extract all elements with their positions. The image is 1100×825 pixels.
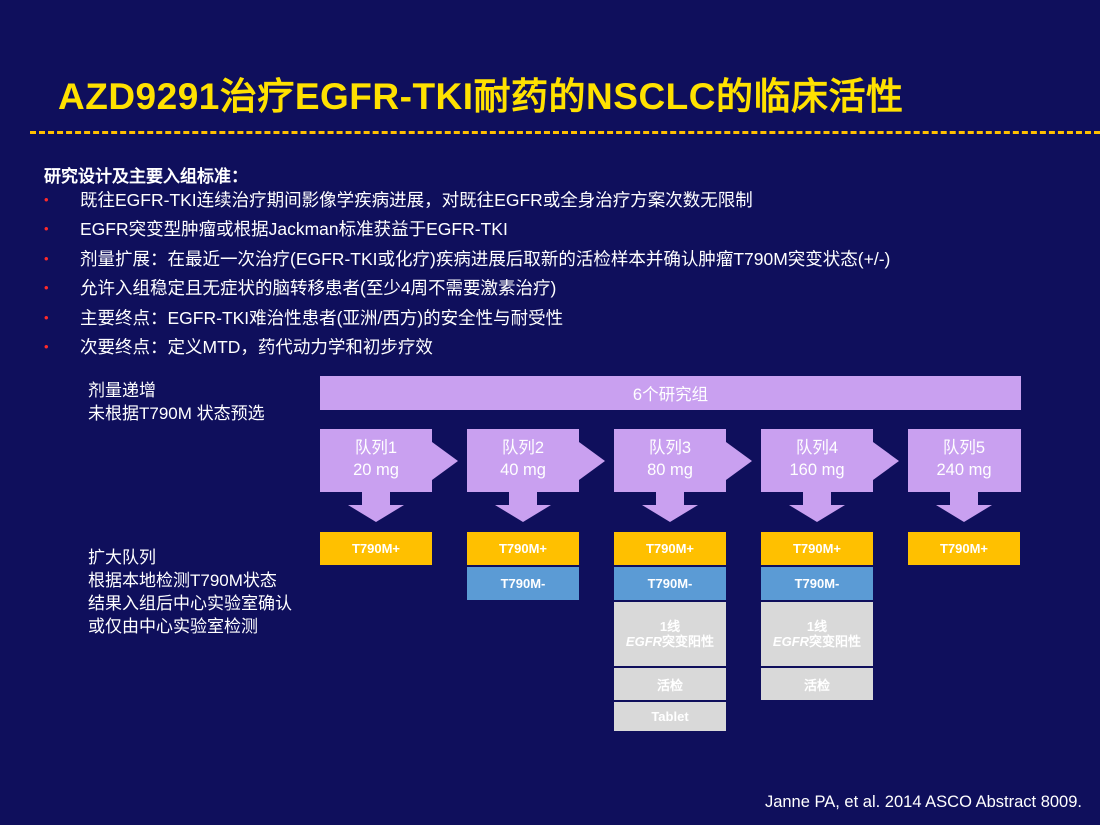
slide-title: AZD9291治疗EGFR-TKI耐药的NSCLC的临床活性 [58,76,904,117]
criteria-text: 主要终点：EGFR-TKI难治性患者(亚洲/西方)的安全性与耐受性 [80,307,564,328]
down-arrow-2 [495,492,551,522]
cohort-dose: 80 mg [647,461,693,479]
t790m-positive-cell: T790M+ [467,532,579,565]
cohort-name: 队列2 [501,439,545,457]
cohort-arrow-2 [467,429,605,492]
criteria-text: 既往EGFR-TKI连续治疗期间影像学疾病进展，对既往EGFR或全身治疗方案次数… [80,190,753,210]
cohort-dose: 40 mg [500,461,546,479]
biopsy-cell: 活检 [761,668,873,700]
cohort-box-5 [908,429,1021,492]
design-header: 研究设计及主要入组标准： [44,167,248,186]
bullet-icon: • [44,221,49,237]
bullet-icon: • [44,192,49,207]
t790m-positive-cell: T790M+ [761,532,873,565]
criteria-text: 允许入组稳定且无症状的脑转移患者(至少4周不需要激素治疗) [80,278,557,299]
down-arrow-3 [642,492,698,522]
criteria-item: • EGFR突变型肿瘤或根据Jackman标准获益于EGFR-TKI [44,217,890,246]
t790m-negative-cell: T790M- [761,567,873,600]
cohort-1-label: 队列1 20 mg [320,437,432,481]
cohort-name: 队列1 [354,439,398,457]
down-arrow-1 [348,492,404,522]
down-arrow-4 [789,492,845,522]
t790m-positive-cell: T790M+ [908,532,1020,565]
bullet-icon: • [44,280,49,296]
t790m-positive-cell: T790M+ [320,532,432,565]
bullet-icon: • [44,338,49,354]
expansion-label: 扩大队列 根据本地检测T790M状态 结果入组后中心实验室确认 或仅由中心实验室… [88,548,292,636]
criteria-item: • 主要终点：EGFR-TKI难治性患者(亚洲/西方)的安全性与耐受性 [44,306,890,335]
cohort-2-label: 队列2 40 mg [467,437,579,481]
citation: Janne PA, et al. 2014 ASCO Abstract 8009… [764,793,1082,811]
cohort-arrow-4 [761,429,899,492]
cohort-name: 队列4 [795,439,839,457]
biopsy-cell: 活检 [614,668,726,700]
criteria-text: EGFR突变型肿瘤或根据Jackman标准获益于EGFR-TKI [80,219,508,240]
criteria-item: • 剂量扩展：在最近一次治疗(EGFR-TKI或化疗)疾病进展后取新的活检样本并确… [44,247,890,276]
cohort-5-label: 队列5 240 mg [908,437,1020,481]
cohort-4-label: 队列4 160 mg [761,437,873,481]
tablet-cell: Tablet [614,702,726,731]
title-divider [30,131,1100,134]
t790m-negative-cell: T790M- [614,567,726,600]
criteria-text: 次要终点：定义MTD，药代动力学和初步疗效 [80,336,433,357]
criteria-item: • 允许入组稳定且无症状的脑转移患者(至少4周不需要激素治疗) [44,276,890,305]
study-arms-banner: 6个研究组 [320,376,1021,410]
criteria-item: • 次要终点：定义MTD，药代动力学和初步疗效 [44,335,890,364]
criteria-text: 剂量扩展：在最近一次治疗(EGFR-TKI或化疗)疾病进展后取新的活检样本并确认… [80,248,891,269]
cohort-name: 队列5 [942,439,986,457]
bullet-icon: • [44,250,49,266]
criteria-list: • 既往EGFR-TKI连续治疗期间影像学疾病进展，对既往EGFR或全身治疗方案次… [44,188,890,364]
cohort-dose: 20 mg [353,461,399,479]
criteria-item: • 既往EGFR-TKI连续治疗期间影像学疾病进展，对既往EGFR或全身治疗方案次… [44,188,890,217]
cohort-arrow-3 [614,429,752,492]
t790m-negative-cell: T790M- [467,567,579,600]
dose-escalation-label: 剂量递增 未根据T790M 状态预选 [88,381,265,423]
cohort-arrow-1 [320,429,458,492]
cohort-name: 队列3 [648,439,692,457]
bullet-icon: • [44,309,49,325]
cohort-dose: 240 mg [936,461,992,479]
down-arrow-5 [936,492,992,522]
t790m-positive-cell: T790M+ [614,532,726,565]
cohort-dose: 160 mg [789,461,845,479]
cohort-3-label: 队列3 80 mg [614,437,726,481]
